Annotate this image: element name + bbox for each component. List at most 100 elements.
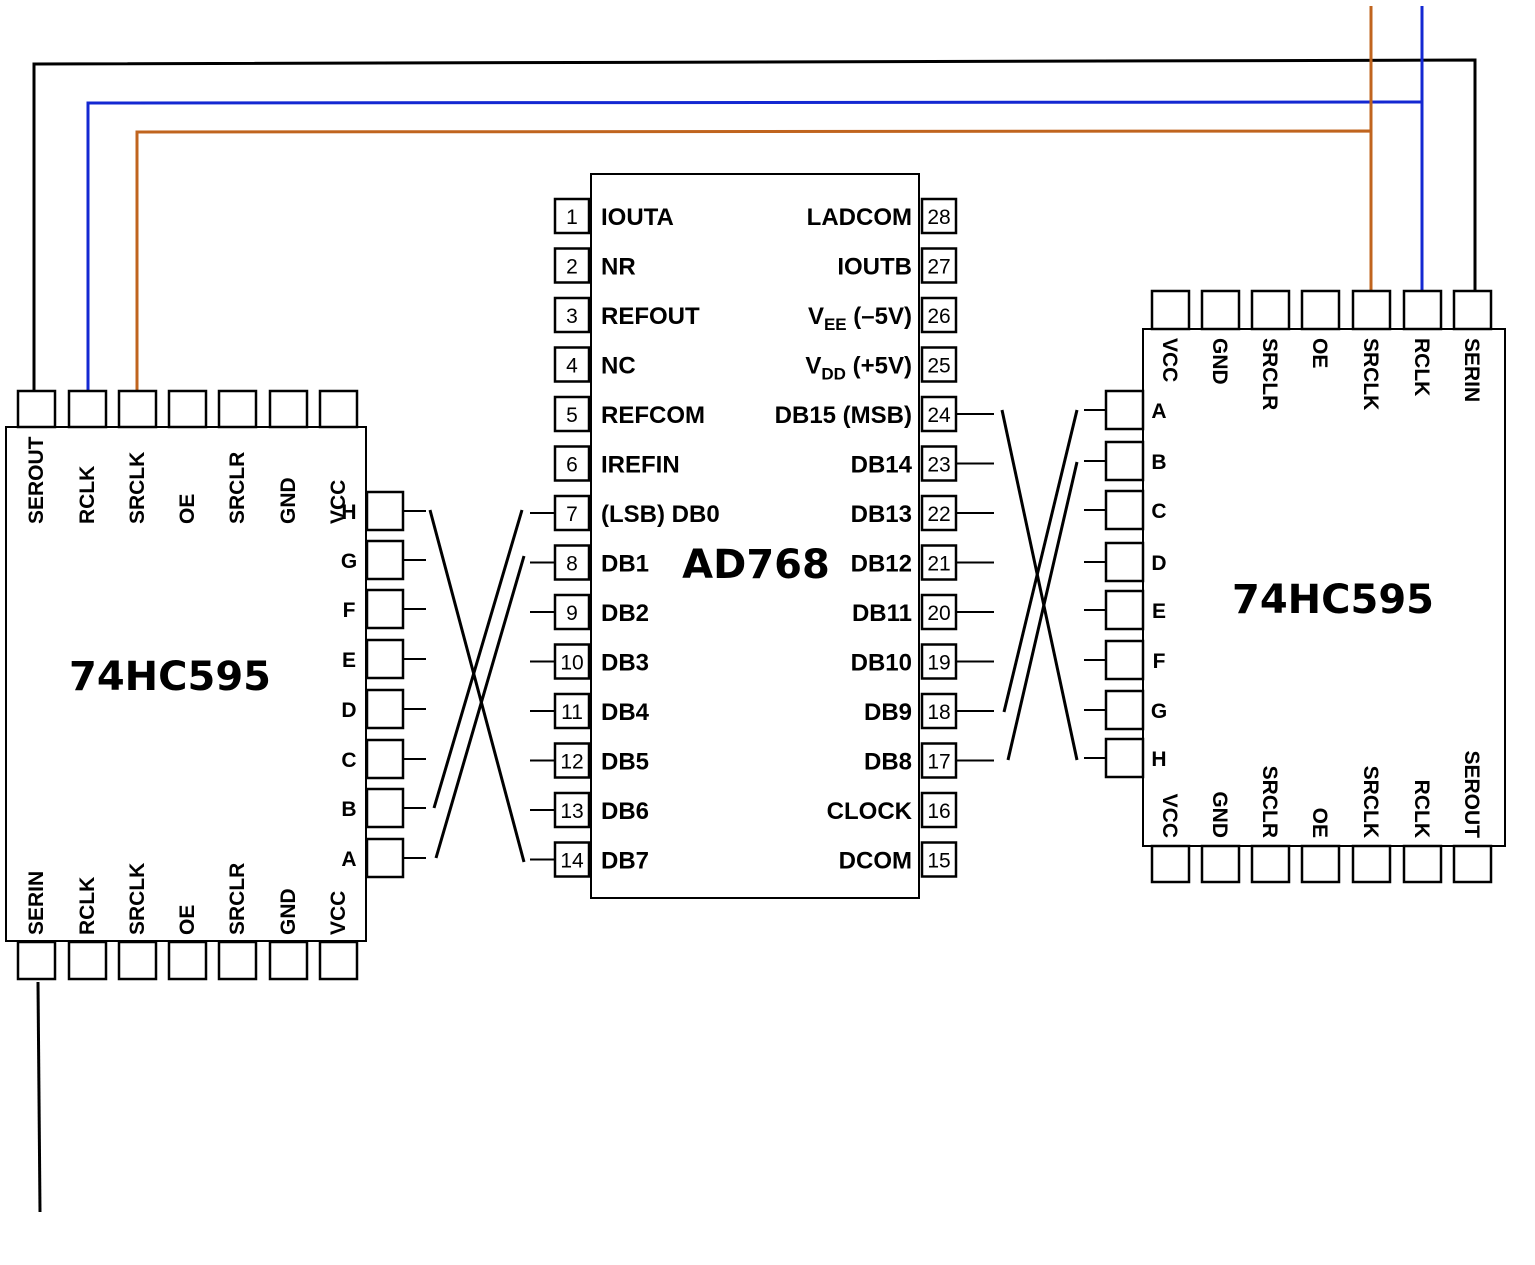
pin-label: DB15 (MSB) xyxy=(775,402,912,429)
pin-number: 4 xyxy=(566,355,578,378)
left-chip-body xyxy=(5,426,367,942)
pin-pad xyxy=(1104,440,1145,482)
pin-label: VCC xyxy=(327,891,350,935)
pin-pad xyxy=(167,940,208,981)
pin-pad xyxy=(1402,289,1443,331)
pin-label: H xyxy=(1151,748,1166,771)
pin-label: VEE (–5V) xyxy=(808,303,912,334)
left-top-pin-rclk: RCLK xyxy=(67,389,108,524)
pin-label: DB7 xyxy=(601,848,649,875)
pin-label: SERIN xyxy=(25,871,48,935)
left-output-pin-f: F xyxy=(343,588,426,630)
right-bottom-pin-serout: SEROUT xyxy=(1452,750,1493,884)
pin-pad xyxy=(365,688,405,730)
pin-label: OE xyxy=(1308,338,1331,368)
right-bottom-pin-oe: OE xyxy=(1300,808,1341,884)
left-bottom-pin-srclr: SRCLR xyxy=(217,863,258,981)
pin-number-box xyxy=(920,544,958,581)
pin-pad xyxy=(268,940,309,981)
wire-serial-input xyxy=(36,981,42,1213)
pin-pad xyxy=(1452,844,1493,884)
pin-pad xyxy=(1452,289,1493,331)
pin-label: GND xyxy=(1208,791,1231,838)
pin-pad xyxy=(1402,844,1443,884)
pin-number: 3 xyxy=(566,305,578,328)
left-top-pin-srclr: SRCLR xyxy=(217,389,258,524)
right-top-pin-oe: OE xyxy=(1300,289,1341,368)
pin-number-box xyxy=(553,395,591,433)
pin-pad xyxy=(1351,289,1392,331)
pin-label: SRCLK xyxy=(126,452,149,524)
pin-label: SRCLK xyxy=(126,863,149,935)
pin-number-box xyxy=(920,494,958,532)
pin-number: 9 xyxy=(566,602,578,625)
pin-label: VCC xyxy=(327,480,350,524)
pin-number-box xyxy=(553,197,591,235)
pin-number: 7 xyxy=(566,503,578,526)
pin-number: 5 xyxy=(566,404,578,427)
pin-label: DB8 xyxy=(864,749,912,776)
pin-pad xyxy=(365,787,405,829)
left-crossing-wires xyxy=(428,509,526,863)
pin-label: C xyxy=(1151,500,1166,523)
pin-pad xyxy=(318,389,359,429)
pin-label: DB4 xyxy=(601,699,650,726)
left-output-pin-g: G xyxy=(341,539,426,581)
pin-pad xyxy=(1104,489,1145,531)
pin-label: SRCLR xyxy=(1258,766,1281,838)
pin-pad xyxy=(1150,844,1191,884)
right-chip-title: 74HC595 xyxy=(1232,577,1434,623)
pin-pad xyxy=(1300,844,1341,884)
right-bottom-pin-vcc: VCC xyxy=(1150,794,1191,884)
pin-number: 8 xyxy=(566,553,578,576)
pin-label: NR xyxy=(601,254,636,281)
right-output-pin-f: F xyxy=(1084,639,1166,681)
pin-label: DB11 xyxy=(852,600,912,627)
pin-label: (LSB) DB0 xyxy=(601,501,720,528)
dac-pin-17: 17 DB8 xyxy=(864,742,994,779)
pin-pad xyxy=(67,389,108,429)
pin-label: B xyxy=(1151,451,1166,474)
right-top-pin-serin: SERIN xyxy=(1452,289,1493,402)
right-bottom-pin-srclr: SRCLR xyxy=(1250,766,1291,884)
pin-label: OE xyxy=(1308,808,1331,838)
pin-number: 22 xyxy=(927,503,950,526)
pin-number: 18 xyxy=(927,701,950,724)
pin-pad xyxy=(67,940,108,981)
left-top-pin-serout: SEROUT xyxy=(16,389,57,524)
left-bottom-pin-oe: OE xyxy=(167,905,208,981)
pin-number-box xyxy=(920,296,958,334)
pin-label: REFOUT xyxy=(601,303,700,330)
pin-number: 16 xyxy=(927,800,950,823)
dac-pin-3: 3 REFOUT xyxy=(553,296,700,334)
pin-label: B xyxy=(341,798,356,821)
pin-number: 21 xyxy=(927,553,950,576)
pin-label: RCLK xyxy=(1410,338,1433,396)
pin-label: SRCLK xyxy=(1359,338,1382,410)
pin-number-box xyxy=(553,296,591,334)
pin-number: 2 xyxy=(566,256,578,279)
pin-pad xyxy=(365,539,405,581)
pin-pad xyxy=(318,940,359,981)
left-chip-title: 74HC595 xyxy=(69,654,271,700)
pin-label: LADCOM xyxy=(807,204,912,231)
pin-number: 17 xyxy=(927,751,950,774)
right-output-pin-g: G xyxy=(1084,689,1167,731)
pin-number: 11 xyxy=(561,701,583,724)
right-bottom-pin-gnd: GND xyxy=(1200,791,1241,884)
pin-number: 1 xyxy=(566,206,578,229)
